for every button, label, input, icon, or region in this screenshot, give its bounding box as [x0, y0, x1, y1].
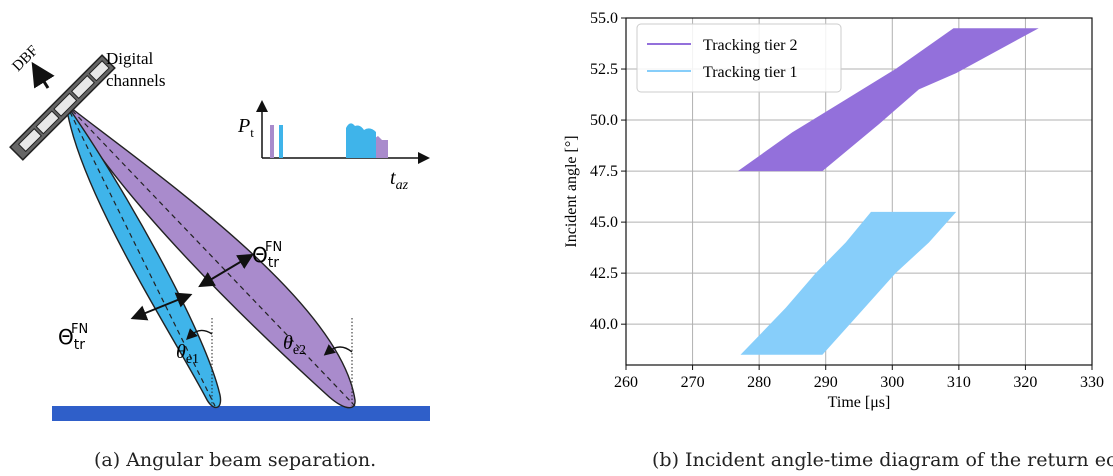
incident-angle-time-chart: 260 270 280 290 300 310 320 330 40.0 42.5 45.0 47.5…: [563, 10, 1104, 411]
beam-width-label-2: Θ: [252, 243, 268, 267]
digital-channels-label-line2: channels: [106, 71, 165, 90]
dbf-label: DBF: [10, 43, 42, 75]
legend-box: [636, 23, 842, 93]
x-axis-label: Time [μs]: [828, 394, 891, 411]
theta-e1-label: θ: [176, 341, 186, 363]
x-tick-label: 290: [814, 374, 838, 391]
legend: Tracking tier 2 Tracking tier 1: [636, 23, 842, 93]
beam-width-label-1-sub: tr: [74, 337, 85, 353]
inset-y-label-sub: t: [250, 125, 254, 140]
series-area-2: [740, 211, 957, 355]
svg-text:Pt: Pt: [237, 115, 254, 140]
caption-b: (b) Incident angle-time diagram of the r…: [652, 449, 1113, 471]
theta-e1-label-sub: e1: [186, 352, 199, 367]
antenna-array: [9, 54, 116, 161]
beam-width-label-1: Θ: [58, 325, 74, 349]
beam-width-label-1-sup: FN: [71, 322, 88, 337]
plot-frame: [625, 17, 1093, 366]
legend-label-1: Tracking tier 2: [703, 37, 798, 54]
inset-x-label: t: [390, 167, 396, 189]
theta-e2-label: θ: [283, 332, 293, 354]
theta-e1-arc: [186, 328, 213, 340]
inset-pulse-tier2: [270, 125, 274, 158]
series-area-1: [737, 28, 1039, 172]
beam-width-label-2-sub: tr: [268, 255, 279, 271]
x-tick-label: 280: [747, 374, 771, 391]
y-tick-label: 52.5: [590, 61, 618, 78]
legend-label-2: Tracking tier 1: [703, 64, 798, 81]
svg-text:θe2: θe2: [283, 332, 306, 358]
x-tick-label: 330: [1080, 374, 1104, 391]
inset-x-label-sub: az: [396, 178, 409, 193]
inset-pulse-tier1: [279, 125, 283, 158]
y-tick-label: 47.5: [590, 163, 618, 180]
beam-width-label-2-sup: FN: [265, 240, 282, 255]
x-tick-label: 270: [681, 374, 705, 391]
x-tick-label: 320: [1013, 374, 1037, 391]
svg-text:θe1: θe1: [176, 341, 199, 367]
series-layer: [737, 28, 1039, 355]
inset-y-label: P: [237, 115, 250, 137]
beam-2-axis: [65, 103, 356, 407]
y-tick-label: 55.0: [590, 10, 618, 27]
beam-width-arrow-2: [198, 253, 254, 288]
y-tick-label: 40.0: [590, 316, 618, 333]
beam-1-lobe: [65, 103, 222, 409]
theta-e2-arc: [323, 344, 353, 356]
digital-channels-label-line1: Digital: [106, 49, 153, 68]
beam-diagram: DBF Digital channels Pt taz ΘtrFN ΘtrFN …: [9, 43, 430, 421]
inset-power-plot: Pt taz: [237, 100, 430, 193]
y-tick-label: 42.5: [590, 265, 618, 282]
beam-width-arrow-1: [130, 292, 193, 321]
beam-1-axis: [65, 103, 216, 407]
svg-text:ΘtrFN: ΘtrFN: [58, 322, 88, 353]
svg-text:taz: taz: [390, 167, 409, 193]
ground-surface: [52, 406, 430, 421]
y-axis-label: Incident angle [°]: [563, 135, 580, 247]
y-tick-label: 50.0: [590, 112, 618, 129]
theta-e2-label-sub: e2: [293, 343, 306, 358]
dbf-arrow-icon: [31, 61, 55, 89]
svg-text:ΘtrFN: ΘtrFN: [252, 240, 282, 271]
x-tick-label: 310: [947, 374, 971, 391]
x-tick-label: 300: [880, 374, 904, 391]
y-tick-label: 45.0: [590, 214, 618, 231]
inset-echo-tier1: [346, 123, 376, 158]
x-tick-label: 260: [614, 374, 638, 391]
tick-layer: 260 270 280 290 300 310 320 330 40.0 42.5 45.0 47.5…: [590, 10, 1104, 391]
caption-a: (a) Angular beam separation.: [94, 449, 376, 471]
